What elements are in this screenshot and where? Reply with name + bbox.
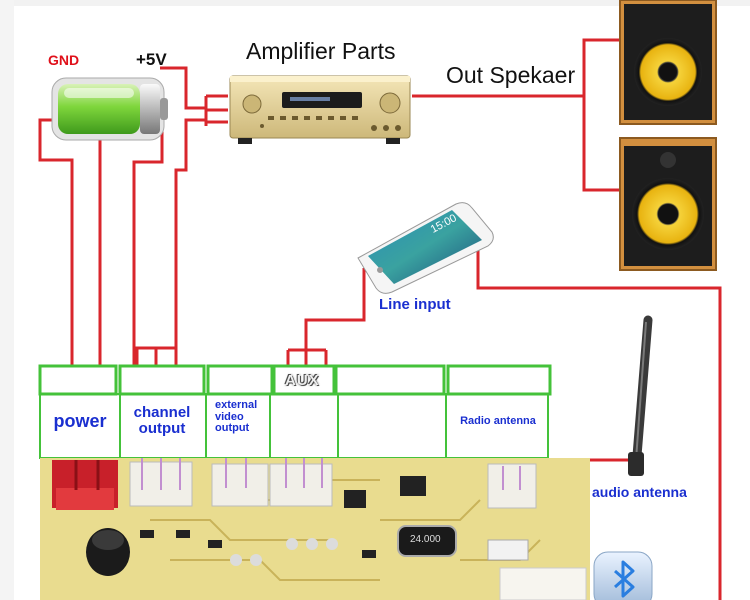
gnd-label: GND [48,52,80,68]
radio-antenna-label: Radio antenna [460,415,536,427]
channel-output-label: channel output [133,404,191,437]
antenna-icon [628,315,653,476]
smartphone-icon [357,202,494,294]
external-video-output-label: external video output [215,399,258,435]
amplifier-label: Amplifier Parts [246,38,396,64]
power-label: power [53,411,107,431]
battery-icon [51,77,168,141]
audio-antenna-label: audio antenna [592,484,687,500]
aux-label: AUX [285,372,320,389]
plus5v-label: +5V [136,50,167,69]
amplifier-icon [229,75,411,144]
bluetooth-icon [593,551,653,600]
out-speaker-label: Out Spekaer [446,62,576,88]
circuit-board-icon [40,458,590,600]
speaker-icon [619,137,717,271]
line-input-label: Line input [379,296,451,313]
chip-marking: 24.000 [410,534,441,545]
connector-table [38,364,552,459]
speaker-icon [619,0,717,125]
